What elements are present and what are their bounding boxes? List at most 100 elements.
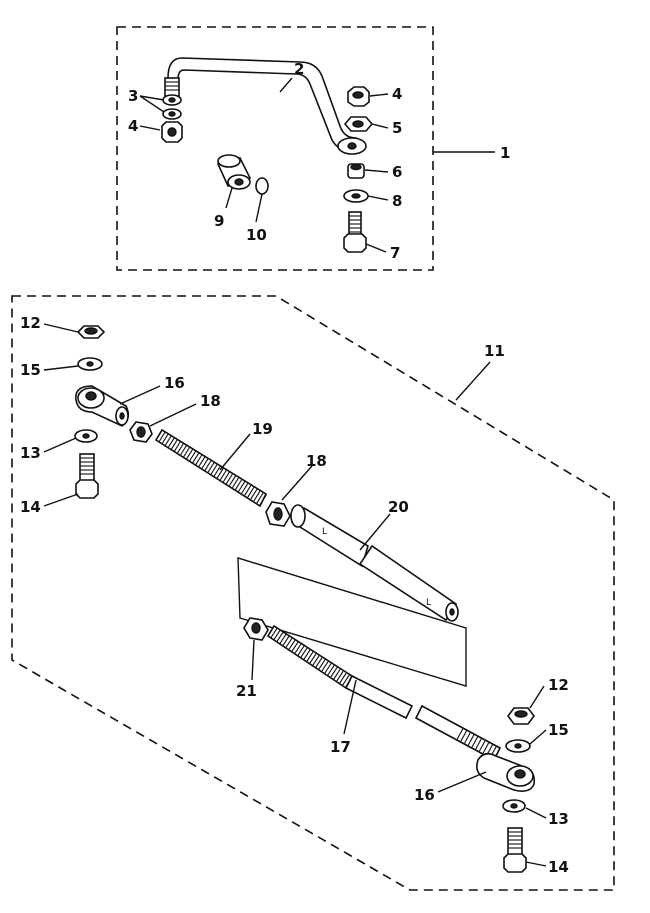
nut-21-part: [243, 617, 269, 641]
thread-line: [460, 730, 468, 742]
leader-line-19: [219, 433, 251, 471]
thread-line: [250, 488, 258, 500]
label-2: 2: [294, 60, 304, 78]
leader-line-8: [367, 195, 389, 201]
rod-17-part: [266, 624, 502, 762]
nut-12-upper-part: [76, 325, 106, 339]
thread-line: [471, 736, 479, 748]
thread-line: [324, 662, 332, 674]
alternate-parts-outline: [237, 557, 467, 687]
thread-line: [228, 475, 237, 487]
thread-line: [210, 464, 218, 475]
leader-line-4-left: [139, 125, 161, 131]
thread-line: [195, 454, 203, 466]
thread-line: [213, 465, 221, 477]
leader-line-13-lower: [525, 807, 547, 819]
thread-line: [259, 494, 267, 506]
nut-18-upper-part: [129, 421, 153, 443]
thread-line: [478, 740, 486, 752]
tube-left-mark: L: [322, 527, 327, 537]
thread-line: [464, 732, 471, 744]
spacer-6-part: [347, 163, 365, 179]
label-19: 19: [252, 420, 273, 438]
thread-line: [164, 435, 172, 447]
thread-line: [198, 456, 206, 468]
thread-line: [306, 651, 314, 662]
thread-line: [231, 477, 240, 489]
washer-15-upper-part: [77, 357, 103, 371]
thread-line: [216, 467, 224, 479]
threaded-rod-19-part: [154, 428, 268, 508]
tube-right-mark: L: [426, 598, 431, 608]
thread-line: [267, 625, 275, 637]
thread-line: [309, 653, 317, 664]
thread-line: [182, 446, 191, 458]
label-8: 8: [392, 192, 402, 210]
label-17: 17: [330, 738, 351, 756]
thread-line: [185, 448, 194, 460]
thread-line: [327, 664, 335, 676]
label-13-lower: 13: [548, 810, 569, 828]
thread-line: [256, 492, 264, 504]
thread-line: [158, 431, 166, 443]
leader-line-5: [371, 123, 389, 129]
thread-line: [189, 450, 197, 462]
thread-line: [241, 483, 249, 494]
thread-line: [282, 635, 290, 647]
thread-line: [276, 631, 284, 643]
thread-line: [170, 439, 178, 450]
thread-line: [330, 666, 338, 678]
label-5: 5: [392, 119, 402, 137]
label-14-lower: 14: [548, 858, 569, 876]
label-1: 1: [500, 144, 510, 162]
thread-line: [234, 479, 243, 491]
label-7: 7: [390, 244, 400, 262]
leader-line-13-upper: [43, 437, 77, 453]
bolt-14-upper-part: [75, 453, 99, 499]
leader-line-15-upper: [43, 365, 79, 371]
o-ring-10-part: [255, 177, 269, 195]
label-18-middle: 18: [306, 452, 327, 470]
thread-line: [167, 437, 175, 449]
thread-line: [161, 433, 169, 445]
nut-12-lower-part: [507, 707, 535, 725]
thread-line: [247, 486, 255, 498]
thread-line: [225, 473, 233, 485]
nut-4-left-part: [161, 121, 183, 143]
label-16-upper: 16: [164, 374, 185, 392]
thread-line: [173, 441, 181, 452]
washer-15-lower-part: [505, 739, 531, 753]
label-16-lower: 16: [414, 786, 435, 804]
assembly-1-dashed-box: [116, 26, 434, 271]
leader-line-18-middle: [281, 465, 313, 501]
label-14-upper: 14: [20, 498, 41, 516]
label-18-upper: 18: [200, 392, 221, 410]
label-4-left: 4: [128, 117, 138, 135]
ball-joint-16-upper-part: [75, 385, 130, 427]
thread-line: [321, 660, 329, 672]
thread-line: [288, 639, 296, 651]
thread-line: [333, 668, 341, 680]
tie-rod-assembly-group: L L: [11, 295, 615, 891]
thread-line: [303, 649, 311, 660]
leader-line-21: [251, 639, 255, 681]
label-3: 3: [128, 87, 138, 105]
leader-line-6: [364, 169, 389, 173]
thread-line: [155, 429, 163, 441]
thread-line: [475, 738, 482, 750]
label-6: 6: [392, 163, 402, 181]
label-15-upper: 15: [20, 361, 41, 379]
bolt-14-lower-part: [503, 827, 527, 873]
washer-13-upper-part: [74, 429, 98, 443]
leader-line-2: [279, 77, 293, 93]
thread-line: [244, 485, 252, 496]
thread-line: [285, 637, 293, 649]
thread-line: [315, 657, 323, 668]
leader-line-12-upper: [43, 323, 79, 333]
leader-line-14-lower: [525, 861, 547, 867]
label-21: 21: [236, 682, 257, 700]
label-4-right: 4: [392, 85, 402, 103]
leader-line-15-lower: [529, 729, 547, 745]
thread-line: [312, 655, 320, 666]
